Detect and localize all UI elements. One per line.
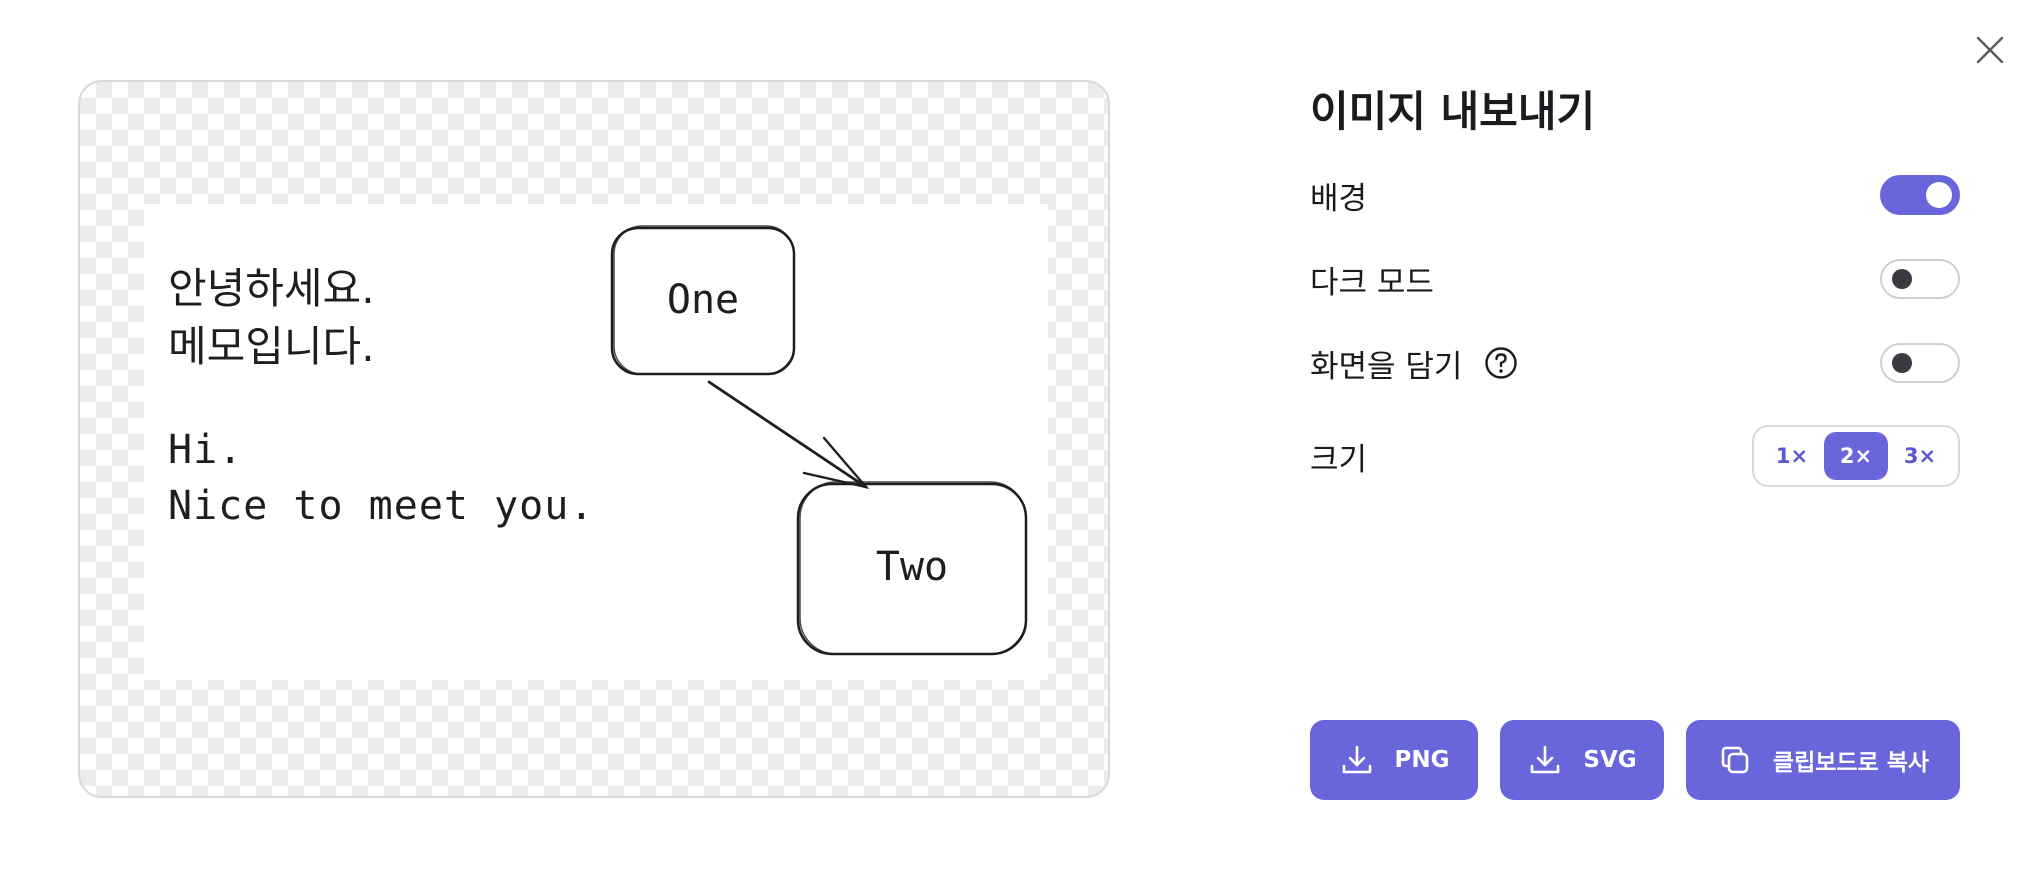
background-label: 배경 [1310,180,1368,217]
toggle-knob [1926,182,1952,208]
option-scale: 크기 1× 2× 3× [1310,425,1960,487]
dark-mode-toggle[interactable] [1880,259,1960,299]
diagram-box-two-label: Two [876,544,948,590]
toggle-knob [1892,269,1912,289]
export-png-button[interactable]: PNG [1310,720,1478,800]
dialog-title: 이미지 내보내기 [1310,87,1596,136]
close-icon [1976,36,2004,64]
note-line: 메모입니다. [168,322,375,371]
help-circle-icon[interactable] [1484,346,1518,380]
toggle-knob [1892,353,1912,373]
download-icon [1527,742,1563,778]
export-svg-label: SVG [1583,747,1637,773]
note-text-english: Hi. Nice to meet you. [168,422,594,534]
copy-to-clipboard-label: 클립보드로 복사 [1772,750,1930,776]
preview-canvas: 안녕하세요. 메모입니다. Hi. Nice to meet you. One … [144,204,1048,680]
option-dark-mode: 다크 모드 [1310,255,1960,303]
note-line: Nice to meet you. [168,483,595,529]
embed-scene-label-wrap: 화면을 담기 [1310,341,1518,386]
note-line: Hi. [168,427,244,473]
scale-1x-button[interactable]: 1× [1775,444,1809,468]
diagram-box-one-label: One [667,277,739,323]
export-png-label: PNG [1394,747,1450,773]
diagram: One Two [610,225,1028,656]
embed-scene-toggle[interactable] [1880,343,1960,383]
dark-mode-label: 다크 모드 [1310,264,1434,301]
close-button[interactable] [1970,30,2010,70]
scale-3x-button[interactable]: 3× [1903,444,1937,468]
note-text-korean: 안녕하세요. 메모입니다. [168,260,375,376]
diagram-box-one-sketch [613,225,795,375]
scale-selector: 1× 2× 3× [1752,425,1960,487]
diagram-arrow-head [802,436,870,489]
download-icon [1339,742,1375,778]
export-preview: 안녕하세요. 메모입니다. Hi. Nice to meet you. One … [78,80,1110,798]
copy-icon [1717,742,1753,778]
note-line: 안녕하세요. [168,264,375,313]
scale-2x-button[interactable]: 2× [1824,432,1888,480]
copy-to-clipboard-button[interactable]: 클립보드로 복사 [1686,720,1960,800]
diagram-box-two-sketch [799,481,1027,655]
embed-scene-label: 화면을 담기 [1310,348,1463,385]
background-toggle[interactable] [1880,175,1960,215]
diagram-arrow [707,380,868,489]
option-embed-scene: 화면을 담기 [1310,339,1960,387]
option-background: 배경 [1310,171,1960,219]
export-svg-button[interactable]: SVG [1500,720,1664,800]
scale-label: 크기 [1310,441,1368,478]
